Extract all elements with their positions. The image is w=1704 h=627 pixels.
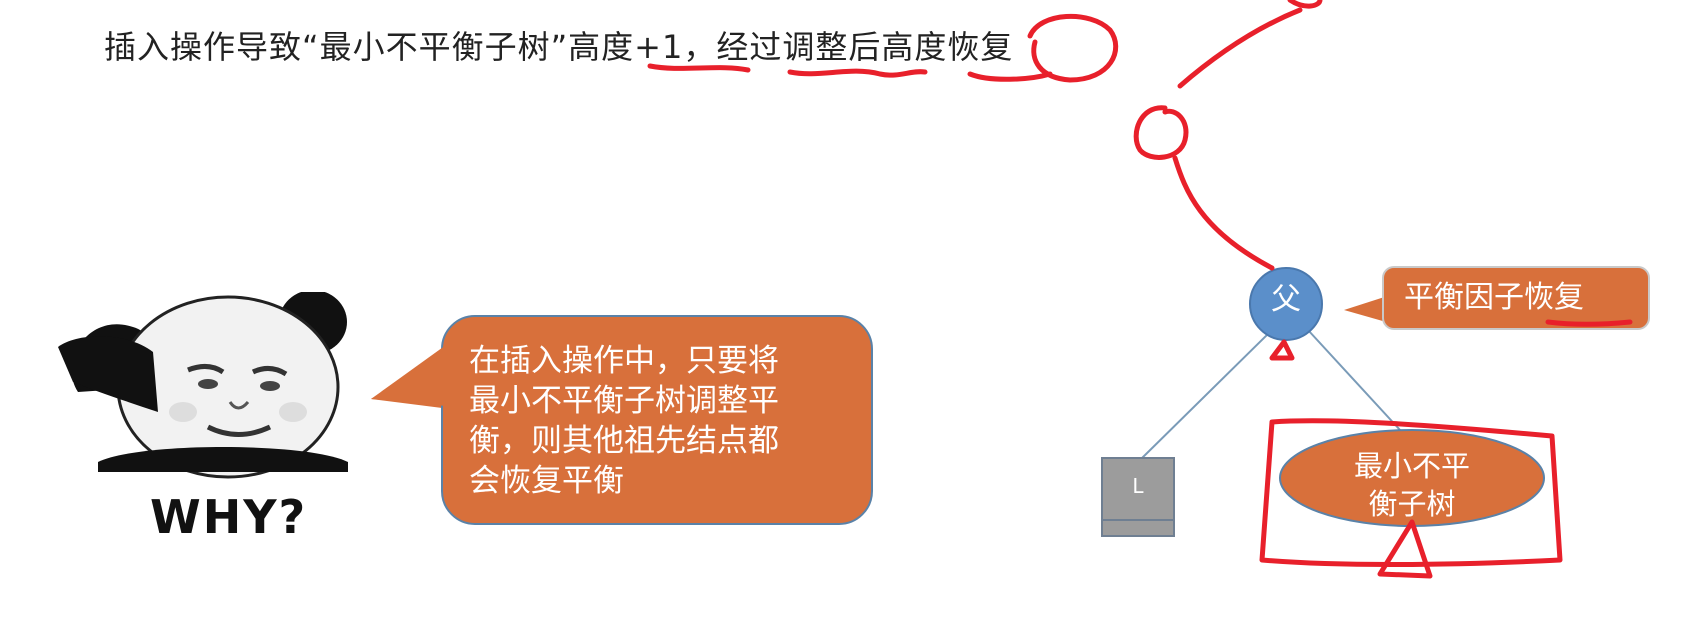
subtree-label-line: 最小不平 <box>1353 449 1470 483</box>
subtree-label: 最小不平 衡子树 <box>1282 447 1542 523</box>
leaf-node-label: L <box>1132 474 1144 498</box>
callout-main: 在插入操作中，只要将 最小不平衡子树调整平 衡，则其他祖先结点都 会恢复平衡 <box>441 315 873 525</box>
callout-main-line: 在插入操作中，只要将 <box>469 343 779 379</box>
callout-main-line: 会恢复平衡 <box>469 463 624 499</box>
parent-node-label: 父 <box>1271 282 1301 317</box>
subtree-label-line: 衡子树 <box>1368 487 1456 521</box>
leaf-node-l <box>1101 457 1175 537</box>
callout-main-line: 最小不平衡子树调整平 <box>469 383 779 419</box>
meme-caption: WHY? <box>150 490 308 544</box>
callout-main-line: 衡，则其他祖先结点都 <box>469 423 779 459</box>
slide-heading: 插入操作导致“最小不平衡子树”高度+1，经过调整后高度恢复 <box>104 28 1014 66</box>
balance-note-callout: 平衡因子恢复 <box>1382 266 1650 330</box>
edge-parent-right <box>1307 329 1401 431</box>
panda-meme-image <box>58 292 348 479</box>
edge-parent-left <box>1139 329 1273 461</box>
